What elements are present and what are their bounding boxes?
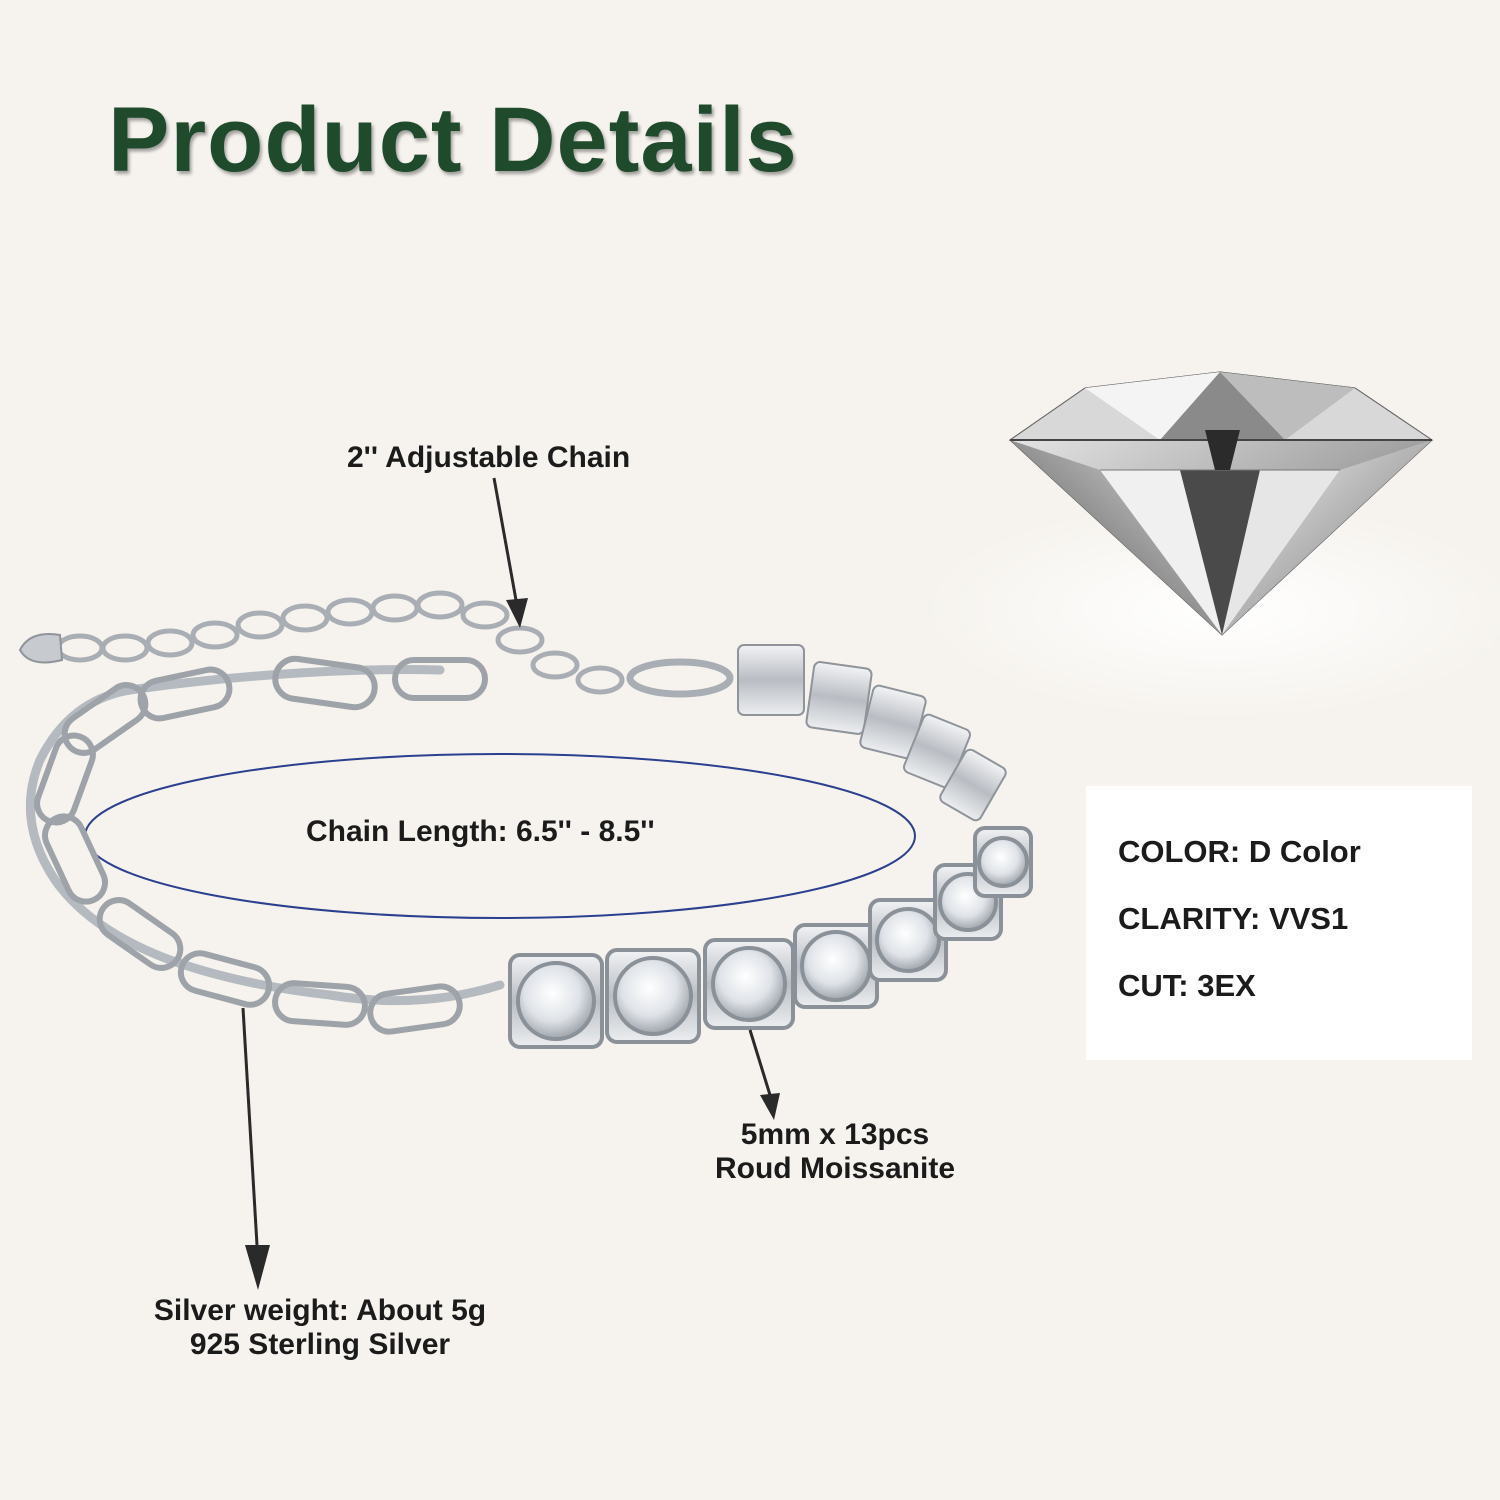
- moissanite-stones: [508, 826, 1033, 1049]
- spec-cut: CUT: 3EX: [1118, 968, 1256, 1003]
- adjustable-chain-label: 2'' Adjustable Chain: [347, 441, 631, 474]
- tennis-segment: [737, 644, 1007, 822]
- spec-clarity: CLARITY: VVS1: [1118, 901, 1349, 936]
- chain-links: [34, 655, 488, 1035]
- silver-weight-label: Silver weight: About 5g 925 Sterling Sil…: [128, 1294, 512, 1362]
- arrow-silver-weight: [241, 1007, 270, 1290]
- silver-weight-text: Silver weight: About 5g: [153, 1294, 487, 1327]
- specs-panel: COLOR: D Color CLARITY: VVS1 CUT: 3EX: [1086, 786, 1472, 1060]
- sterling-silver-text: 925 Sterling Silver: [189, 1328, 451, 1361]
- stones-type-text: Roud Moissanite: [714, 1152, 955, 1185]
- stones-size-text: 5mm x 13pcs: [740, 1118, 930, 1151]
- stones-label: 5mm x 13pcs Roud Moissanite: [700, 1118, 970, 1186]
- extension-chain: [55, 590, 625, 695]
- lobster-tag: [18, 633, 64, 664]
- page-title: Product Details: [108, 89, 798, 191]
- bracelet-chain: [25, 665, 505, 1006]
- diamond-icon: [1008, 371, 1434, 636]
- arrow-adjustable-chain: [492, 477, 528, 628]
- arrow-stones: [748, 1029, 780, 1120]
- spec-color: COLOR: D Color: [1118, 834, 1361, 869]
- chain-length-label: Chain Length: 6.5'' - 8.5'': [306, 815, 655, 848]
- clasp: [626, 658, 734, 698]
